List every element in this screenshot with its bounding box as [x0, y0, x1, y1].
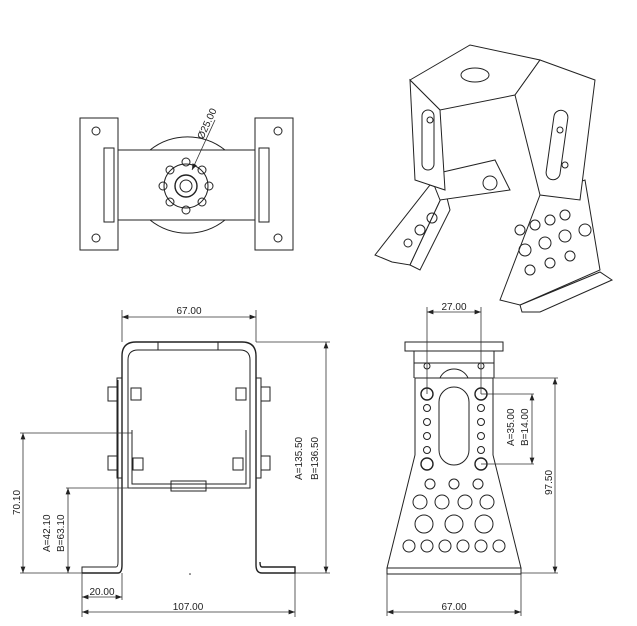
top-view: Ø25.00 [79, 106, 294, 251]
isometric-view [374, 44, 614, 313]
front-view: 67.00 20.00 107.00 70.10 A=42.10 B=63.10… [12, 306, 330, 617]
dim-height-b-large: B=136.50 [310, 436, 321, 480]
dim-height-70: 70.10 [12, 490, 23, 515]
dim-slot-b: B=14.00 [520, 408, 531, 446]
dim-foot-width: 20.00 [89, 587, 114, 598]
dim-width-top: 67.00 [176, 306, 201, 317]
dim-base-width: 67.00 [441, 602, 466, 613]
dim-slot-a: A=35.00 [506, 408, 517, 446]
diameter-label: Ø25.00 [196, 106, 220, 141]
dim-height-b-small: B=63.10 [56, 514, 67, 552]
dim-height-a-small: A=42.10 [42, 514, 53, 552]
dim-hole-spacing: 27.00 [441, 302, 466, 313]
dim-overall-width: 107.00 [173, 602, 204, 613]
dim-height-a-large: A=135.50 [294, 436, 305, 480]
dim-side-height: 97.50 [544, 470, 555, 495]
side-view: 27.00 97.50 A=35.00 B=14.00 67.00 [386, 302, 558, 616]
